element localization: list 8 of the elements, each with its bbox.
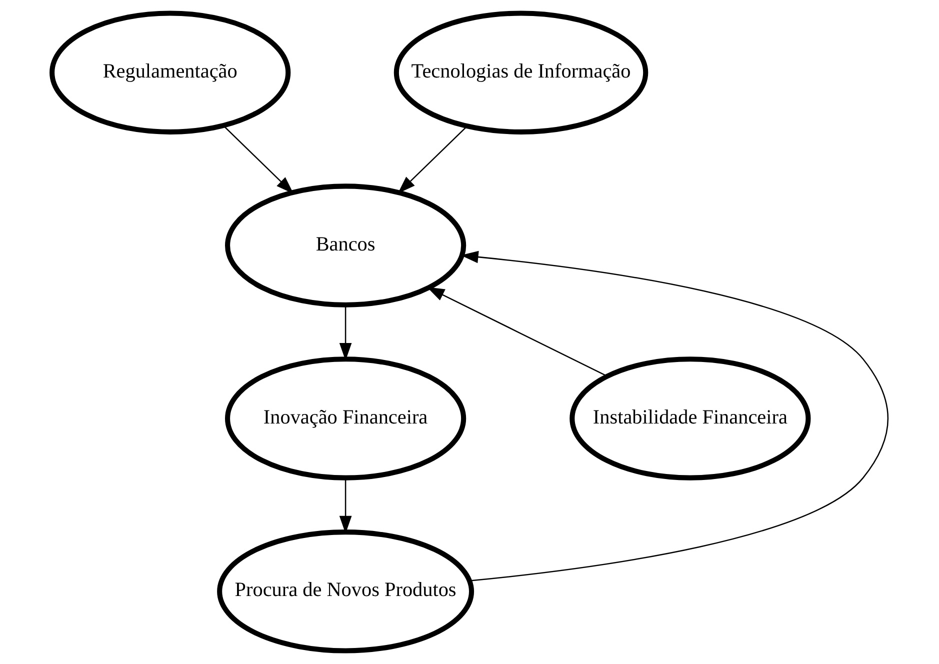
- node-ellipse: Tecnologias de Informação: [393, 10, 648, 134]
- node-ellipse: Procura de Novos Produtos: [216, 530, 474, 654]
- node-ellipse: Bancos: [224, 184, 466, 308]
- arrow: [222, 125, 294, 194]
- node-ellipse: Inovação Financeira: [224, 356, 466, 480]
- arrow: [397, 126, 467, 194]
- node-ellipse: Regulamentação: [49, 10, 290, 134]
- node-ellipse: Instabilidade Financeira: [569, 356, 810, 480]
